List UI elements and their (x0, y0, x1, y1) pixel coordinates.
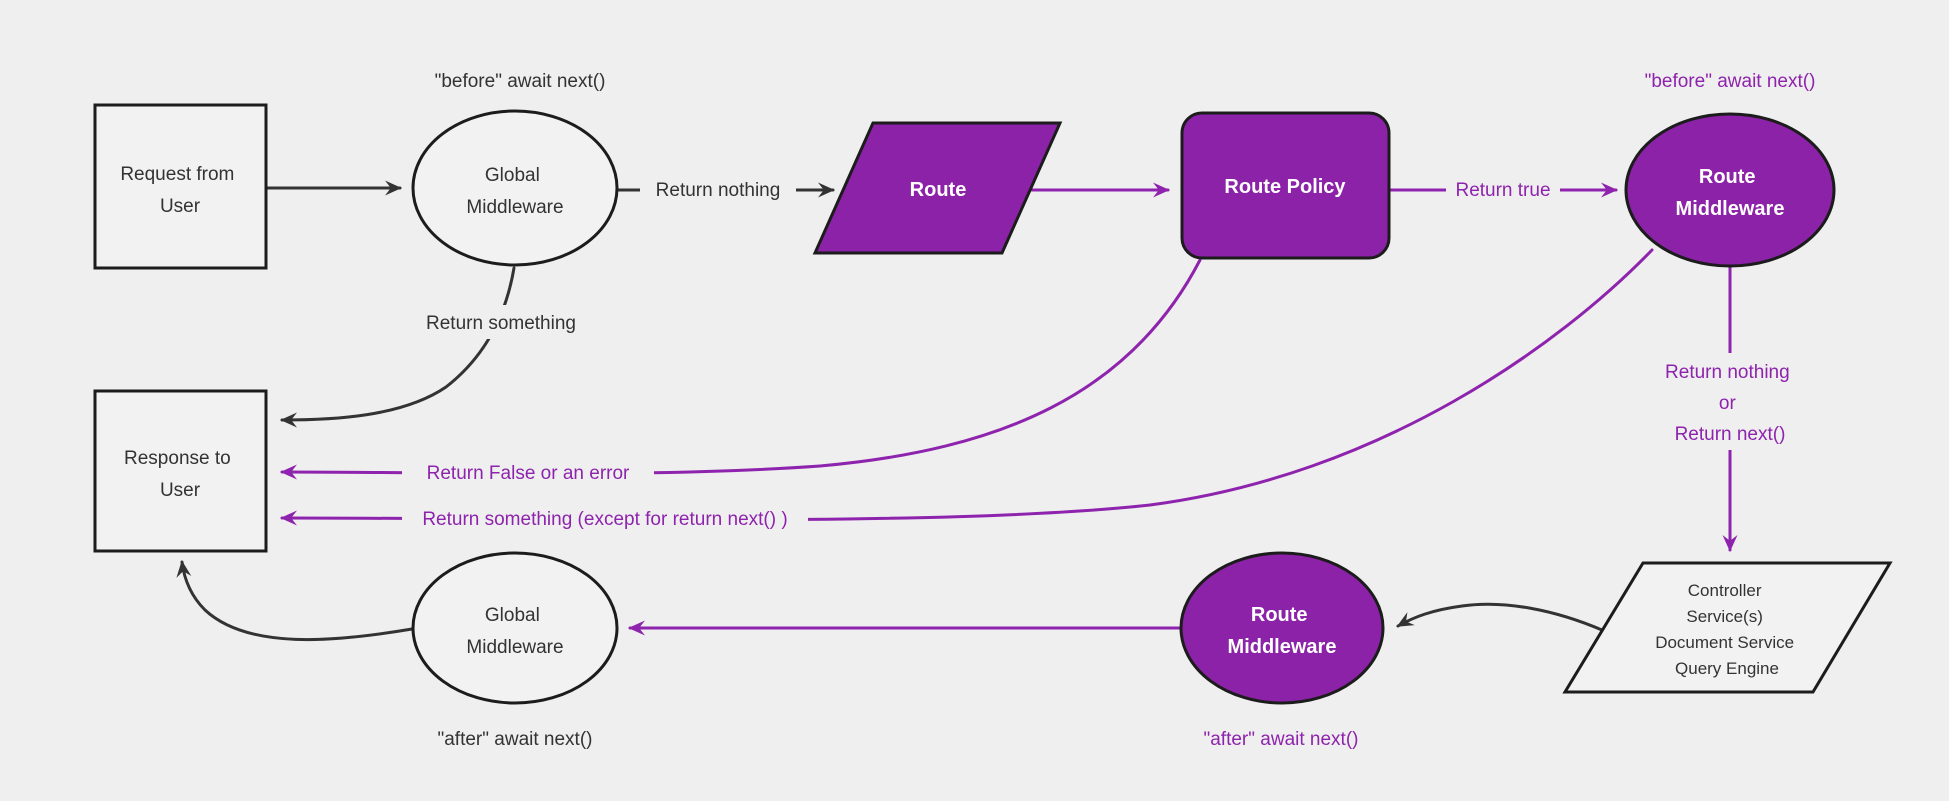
label-bg-return-true (1446, 173, 1560, 205)
label-return-something-global: Return something (426, 313, 576, 334)
route-middleware-bottom-node (1179, 551, 1385, 705)
label-bg-return-false (402, 456, 654, 488)
route-middleware-bottom-label: Route Middleware (1228, 604, 1337, 658)
route-node (812, 121, 1063, 255)
response-to-user-label: Response to User (124, 448, 236, 501)
global-middleware-top-label: Global Middleware (466, 165, 563, 218)
edge-global-middleware-bottom-to-response (176, 560, 414, 642)
route-middleware-top-label: Route Middleware (1676, 166, 1785, 220)
route-policy-node (1180, 111, 1391, 260)
route-label: Route (910, 179, 967, 201)
label-bg-return-something (404, 305, 598, 339)
global-middleware-bottom-label: Global Middleware (466, 605, 563, 658)
global-middleware-top-node (411, 109, 619, 267)
label-return-something-except: Return something (except for return next… (422, 509, 787, 530)
edge-controller-to-route-middleware-bottom (1396, 602, 1604, 632)
edge-route-policy-return-false (280, 258, 1202, 480)
edge-global-middleware-return-something (280, 266, 516, 428)
controller-stack-label: Controller Service(s) Document Service Q… (1655, 581, 1799, 678)
label-return-nothing-or-next: Return nothing or Return next() (1665, 362, 1795, 445)
route-middleware-top-node (1624, 112, 1836, 268)
label-bg-return-nothing-or-next (1648, 353, 1812, 450)
request-from-user-label: Request from User (120, 164, 239, 217)
route-policy-label: Route Policy (1224, 176, 1346, 198)
controller-stack-node (1562, 561, 1893, 694)
response-to-user-node (93, 389, 268, 553)
label-return-true: Return true (1455, 180, 1550, 201)
label-bg-return-something-except (402, 502, 808, 534)
label-before-await-next-global: "before" await next() (435, 71, 606, 92)
label-after-await-next-route: "after" await next() (1204, 729, 1359, 750)
label-bg-return-nothing-top (640, 173, 796, 205)
label-return-nothing-top: Return nothing (656, 180, 781, 201)
label-return-false-or-error: Return False or an error (427, 463, 630, 484)
request-from-user-node (93, 103, 268, 270)
label-before-await-next-route: "before" await next() (1645, 71, 1816, 92)
label-after-await-next-global: "after" await next() (438, 729, 593, 750)
global-middleware-bottom-node (411, 551, 619, 705)
